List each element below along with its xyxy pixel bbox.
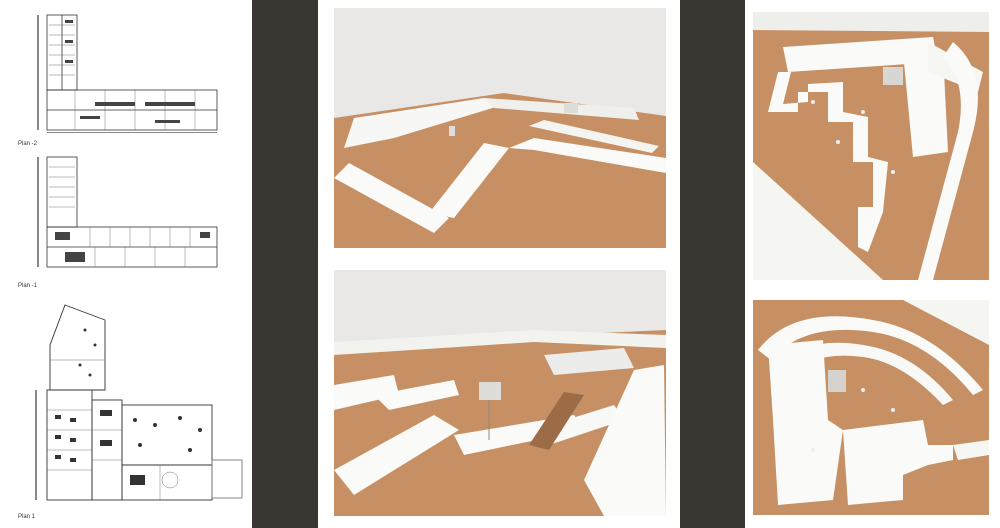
floor-plan-level-minus-1 bbox=[37, 156, 218, 268]
model-aerial-page bbox=[745, 0, 1000, 528]
plan-label: Plan 1 bbox=[18, 514, 36, 520]
model-photo-perspective-top bbox=[334, 8, 666, 248]
dark-divider-band bbox=[252, 0, 318, 528]
model-photo-perspective-bottom bbox=[334, 270, 666, 516]
plan-label: Plan -2 bbox=[18, 141, 38, 147]
plan-label: Plan -1 bbox=[18, 283, 38, 289]
model-photo-aerial-top bbox=[753, 12, 989, 280]
floor-plans-page: Plan -2 Plan -1 bbox=[0, 0, 252, 528]
floor-plan-level-minus-2 bbox=[37, 14, 218, 133]
model-photo-aerial-bottom bbox=[753, 300, 989, 515]
dark-divider-band bbox=[680, 0, 745, 528]
floor-plan-level-1 bbox=[35, 304, 243, 501]
model-perspective-page bbox=[318, 0, 680, 528]
